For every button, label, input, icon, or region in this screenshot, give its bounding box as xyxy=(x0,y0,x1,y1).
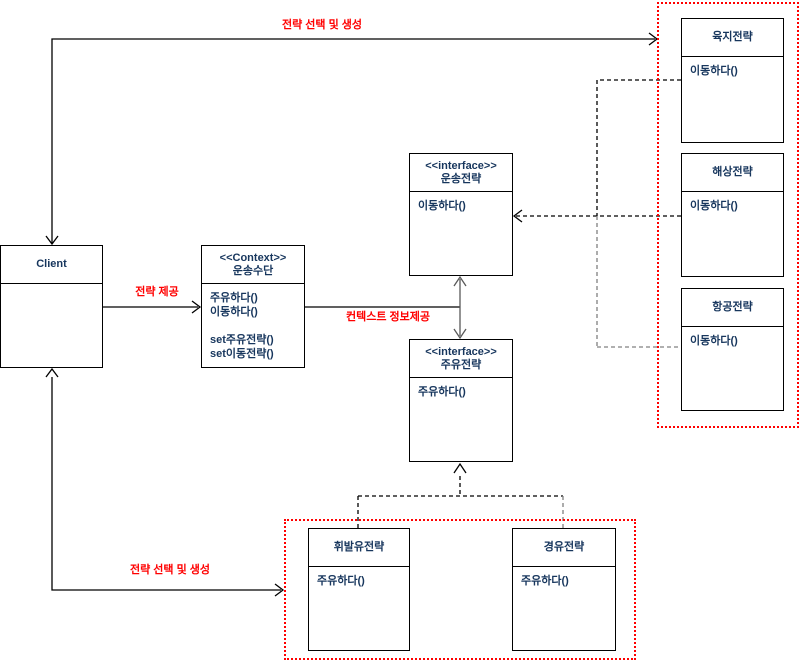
class-title-air: 항공전략 xyxy=(682,289,783,327)
method-line: 이동하다() xyxy=(690,65,738,77)
dashed-arrowhead-transport xyxy=(512,209,523,223)
interface-body-refuel: 주유하다() xyxy=(410,378,512,406)
annotation-strategy-select-top: 전략 선택 및 생성 xyxy=(281,19,363,31)
class-body-context: 주유하다() 이동하다() set주유전략() set이동전략() xyxy=(202,284,304,368)
annotation-strategy-provide: 전략 제공 xyxy=(135,286,179,298)
interface-title-transport: <<interface>> 운송전략 xyxy=(410,154,512,192)
class-title-sea: 해상전략 xyxy=(682,154,783,192)
class-box-air-strategy: 항공전략 이동하다() xyxy=(681,288,784,411)
dashed-movement-realization xyxy=(516,79,681,217)
class-title-text: 운송전략 xyxy=(440,172,482,185)
class-body-sea: 이동하다() xyxy=(682,192,783,220)
movement-strategy-group xyxy=(657,2,799,428)
class-body-client xyxy=(1,284,102,298)
class-title-text: 해상전략 xyxy=(712,166,753,178)
arrow-between-interfaces xyxy=(453,275,467,340)
class-body-land: 이동하다() xyxy=(682,57,783,85)
class-title-context: <<Context>> 운송수단 xyxy=(202,246,304,284)
arrow-client-to-movement-group xyxy=(45,32,659,246)
interface-box-refuel: <<interface>> 주유전략 주유하다() xyxy=(409,339,513,462)
method-line: set이동전략() xyxy=(210,348,274,360)
class-box-land-strategy: 육지전략 이동하다() xyxy=(681,18,784,143)
method-line: 주유하다() xyxy=(210,292,258,304)
fuel-strategy-group xyxy=(284,519,636,660)
dashed-air-branch xyxy=(596,216,681,348)
class-title-diesel: 경유전략 xyxy=(513,529,615,567)
class-title-gasoline: 휘발유전략 xyxy=(309,529,409,567)
method-line: set주유전략() xyxy=(210,334,274,346)
class-title-text: 운송수단 xyxy=(232,264,274,277)
arrow-client-to-context xyxy=(103,300,202,314)
class-title-text: 휘발유전략 xyxy=(333,541,385,553)
dashed-arrowhead-refuel xyxy=(453,462,467,474)
class-title-client: Client xyxy=(1,246,102,284)
class-title-text: 항공전략 xyxy=(712,301,753,313)
method-line: 이동하다() xyxy=(690,200,738,212)
class-box-client: Client xyxy=(0,245,103,368)
dashed-fuel-realization xyxy=(357,476,563,528)
stereotype-text: <<Context>> xyxy=(219,251,287,264)
stereotype-text: <<interface>> xyxy=(425,345,497,358)
method-line: 이동하다() xyxy=(418,200,466,212)
class-title-text: 주유전략 xyxy=(440,358,482,371)
class-box-diesel-strategy: 경유전략 주유하다() xyxy=(512,528,616,651)
class-title-text: 육지전략 xyxy=(712,31,753,43)
method-line xyxy=(210,319,296,333)
class-title-text: Client xyxy=(36,258,67,270)
class-body-diesel: 주유하다() xyxy=(513,567,615,595)
class-box-sea-strategy: 해상전략 이동하다() xyxy=(681,153,784,277)
class-body-gasoline: 주유하다() xyxy=(309,567,409,595)
interface-box-transport: <<interface>> 운송전략 이동하다() xyxy=(409,153,513,276)
stereotype-text: <<interface>> xyxy=(425,159,497,172)
interface-title-refuel: <<interface>> 주유전략 xyxy=(410,340,512,378)
class-title-land: 육지전략 xyxy=(682,19,783,57)
annotation-context-info: 컨텍스트 정보제공 xyxy=(345,311,431,323)
interface-body-transport: 이동하다() xyxy=(410,192,512,220)
method-line: 이동하다() xyxy=(210,306,258,318)
arrow-client-to-fuel-group xyxy=(45,367,285,597)
annotation-strategy-select-bottom: 전략 선택 및 생성 xyxy=(129,564,211,576)
class-box-context: <<Context>> 운송수단 주유하다() 이동하다() set주유전략()… xyxy=(201,245,305,368)
class-body-air: 이동하다() xyxy=(682,327,783,355)
method-line: 주유하다() xyxy=(317,575,365,587)
class-title-text: 경유전략 xyxy=(543,541,585,553)
class-box-gasoline-strategy: 휘발유전략 주유하다() xyxy=(308,528,410,651)
method-line: 주유하다() xyxy=(418,386,466,398)
method-line: 이동하다() xyxy=(690,335,738,347)
method-line: 주유하다() xyxy=(521,575,569,587)
